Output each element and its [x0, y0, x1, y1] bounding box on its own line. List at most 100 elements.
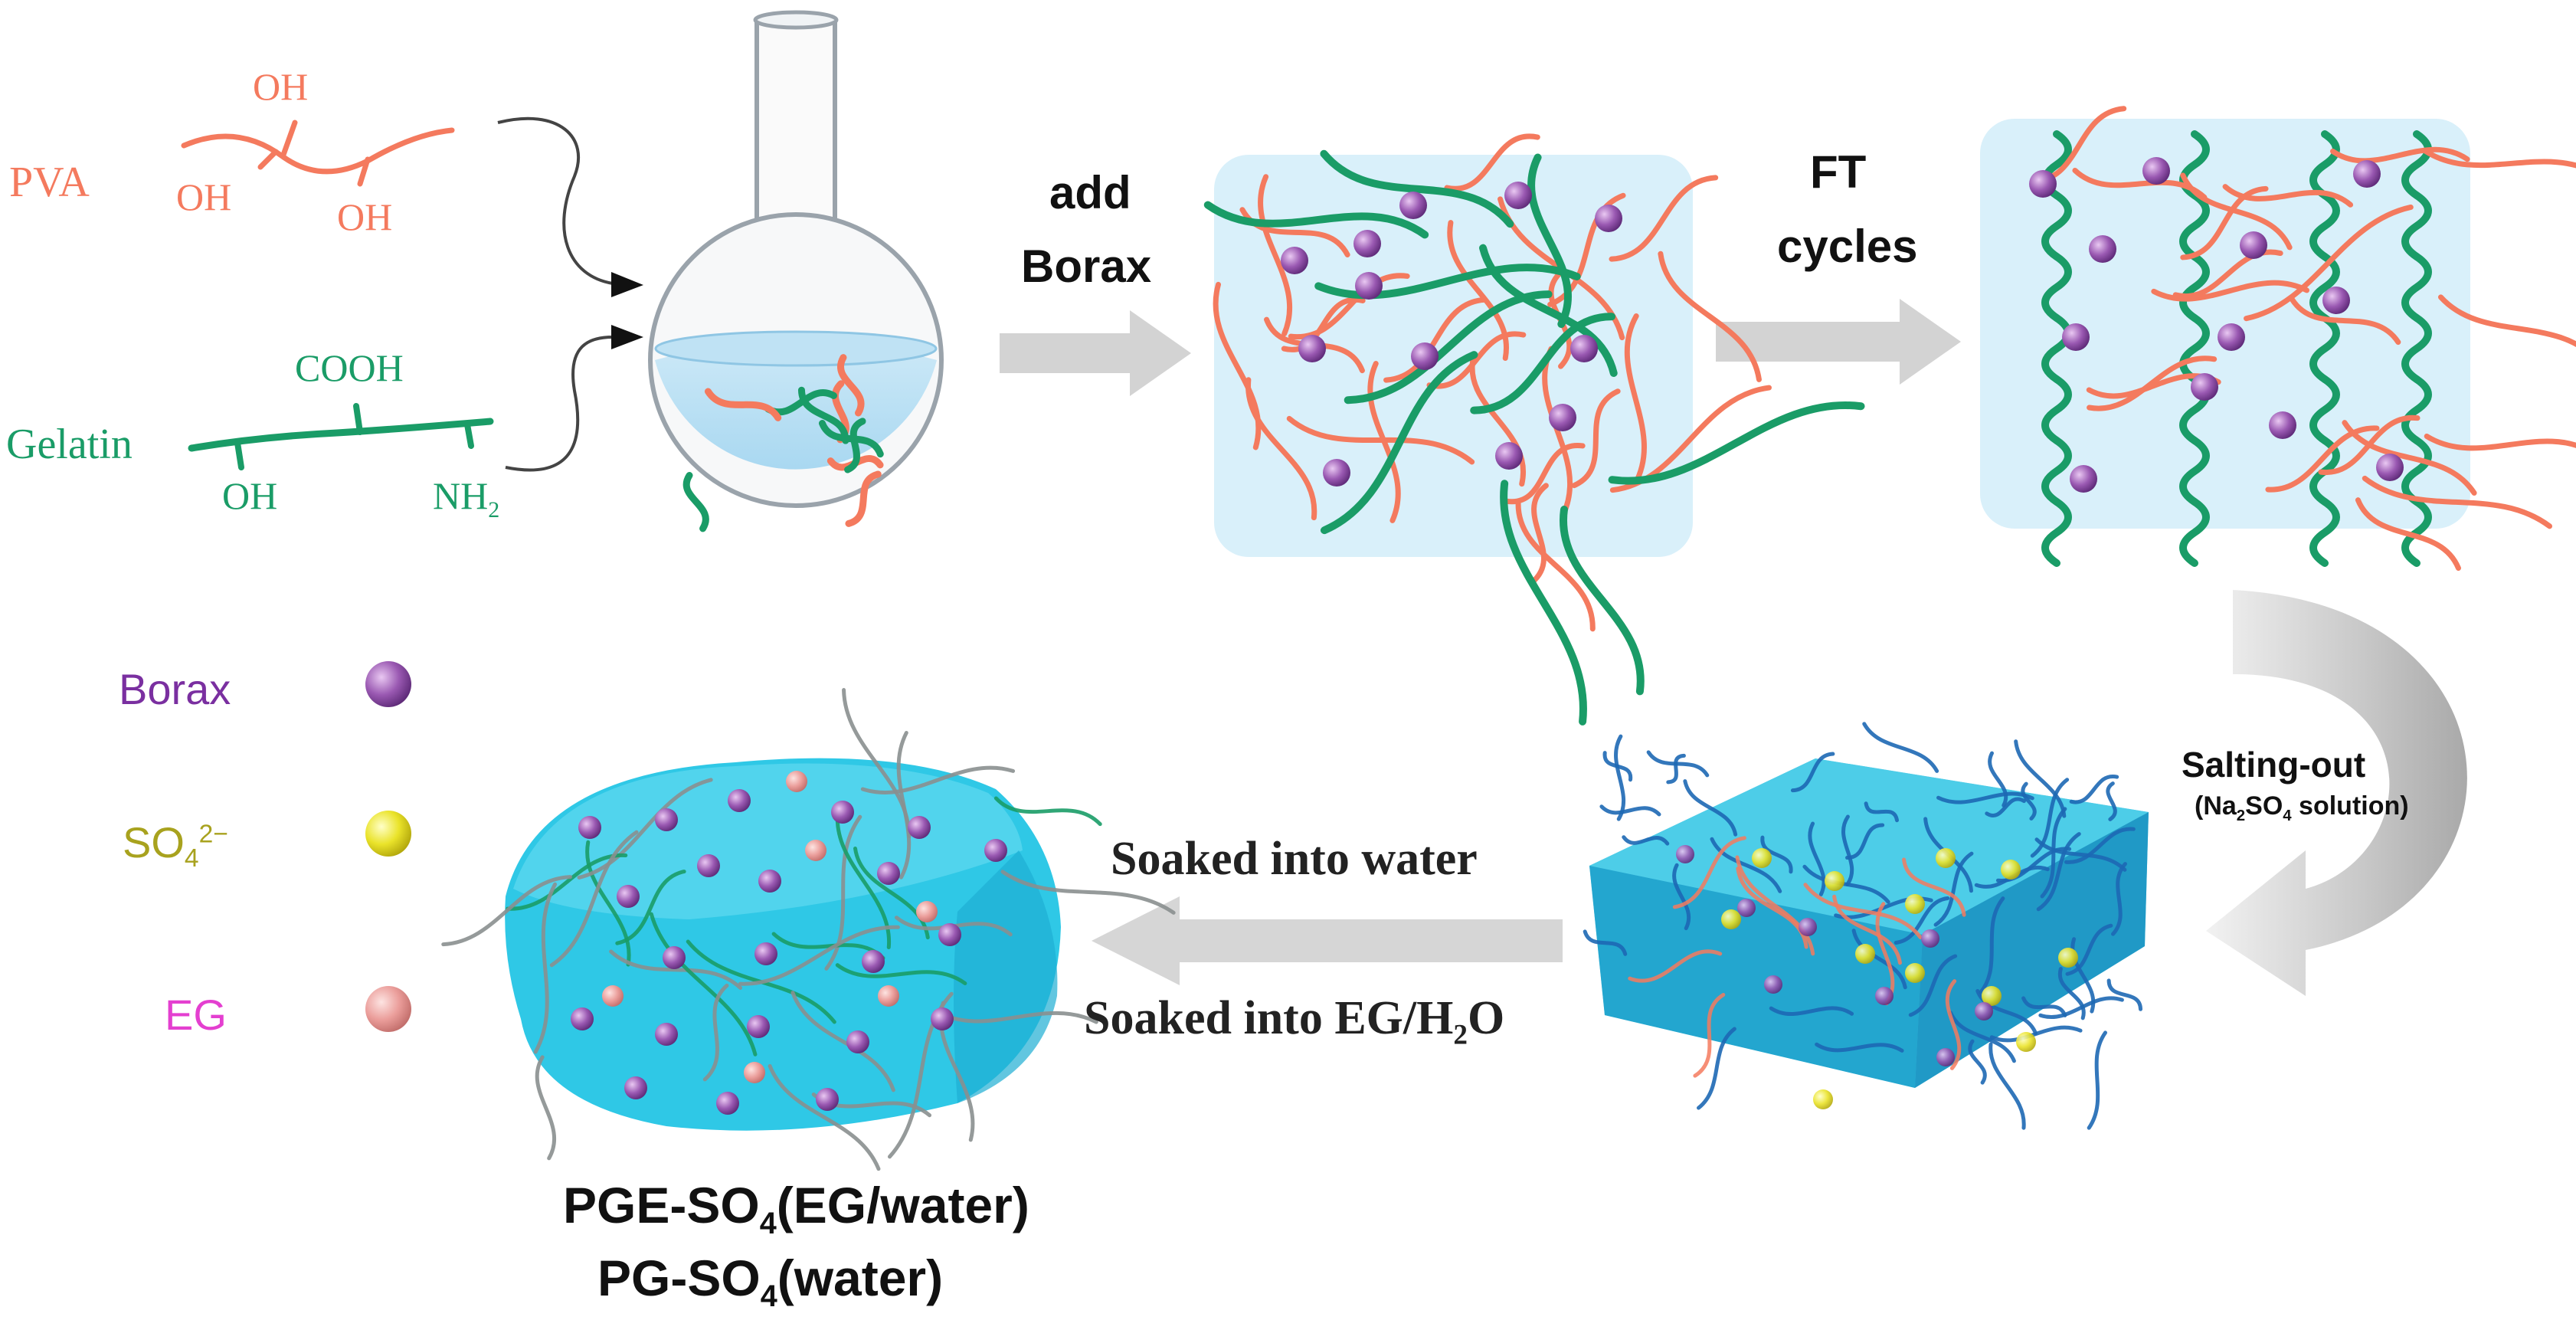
fiber-strand: [2038, 996, 2124, 1019]
gelatin-strand: [2179, 192, 2210, 260]
pva-strand: [549, 830, 639, 968]
pva-strand: [2342, 420, 2477, 496]
gelatin-strand: [2041, 375, 2072, 444]
fiber-strand: [1769, 1006, 1854, 1017]
step-add-label: add: [1049, 167, 1131, 218]
fiber-strand: [1988, 751, 2008, 808]
pva-strand: [704, 388, 782, 421]
so4-bead: [1825, 871, 1844, 891]
gelatin-strand: [2401, 375, 2432, 444]
pva-strand: [1658, 251, 1762, 382]
borax-bead: [1411, 342, 1439, 370]
fiber-strand: [1933, 851, 1974, 927]
gelatin-strand: [649, 912, 758, 1056]
fiber-strand: [2040, 807, 2067, 899]
eg-bead: [786, 771, 807, 792]
so4-bead: [1752, 848, 1772, 868]
pva-strand: [1902, 857, 1966, 917]
fiber-strand: [2030, 778, 2070, 858]
so4-bead: [1721, 909, 1741, 929]
gelatin-strand: [2041, 437, 2072, 506]
gelatin-strand: [2401, 130, 2432, 199]
curved-arrow-salting-out: [2206, 590, 2467, 996]
eg-bead-icon: [365, 986, 411, 1032]
borax-bead: [655, 808, 678, 831]
borax-bead: [728, 789, 751, 812]
legend-borax-label: Borax: [119, 665, 231, 713]
pva-strand: [577, 778, 713, 880]
pva-strand: [1383, 296, 1488, 383]
flask: [648, 10, 944, 532]
pva-strand: [1281, 296, 1366, 352]
so4-bead-icon: [365, 811, 411, 857]
salting-out-title: Salting-out: [2182, 745, 2366, 785]
gelatin-strand: [844, 418, 866, 473]
gelatin-strand: [2041, 253, 2072, 322]
arrow-flask-to-gel1: [1000, 310, 1191, 396]
pva-strand: [1571, 388, 1621, 489]
borax-bead: [1936, 1048, 1955, 1066]
gelatin-strand: [1314, 264, 1581, 300]
gelatin-strand: [1559, 506, 1645, 696]
borax-bead: [1355, 272, 1383, 300]
borax-bead: [1595, 205, 1622, 232]
borax-bead: [2240, 231, 2267, 259]
borax-bead: [938, 923, 961, 946]
gelatin-strand: [2041, 314, 2072, 383]
fiber-strand: [1988, 1042, 2026, 1130]
so4-bead: [1905, 894, 1925, 914]
fiber-strand: [1599, 804, 1661, 817]
so4-bead: [1936, 848, 1956, 868]
so4-bead: [1905, 963, 1925, 983]
gelatin-strand: [682, 471, 709, 532]
pva-strand: [845, 470, 882, 527]
fiber-strand: [2106, 978, 2143, 1011]
pva-strand: [1735, 855, 1815, 956]
eg-bead: [602, 985, 624, 1007]
product-label-2: PG-SO4(water): [597, 1250, 944, 1314]
gelatin-strand: [2309, 192, 2340, 260]
step-borax-label: Borax: [1021, 241, 1152, 292]
borax-bead: [2353, 160, 2381, 188]
fiber-strand: [1666, 753, 1686, 785]
pva-strand: [1542, 346, 1573, 517]
arrow-hydrogel-to-product: [1092, 896, 1563, 985]
pva-strand: [1286, 415, 1475, 465]
borax-bead: [2376, 454, 2404, 481]
fiber-strand: [2111, 862, 2127, 936]
fiber-strand: [1710, 837, 1782, 893]
borax-bead: [754, 942, 777, 965]
gelatin-strand: [1320, 149, 1514, 228]
gelatin-label: Gelatin: [6, 421, 133, 468]
soaked-water-label: Soaked into water: [1111, 833, 1478, 885]
pva-strand: [2355, 497, 2461, 572]
gelatin-strand: [2401, 498, 2432, 567]
pva-strand: [1469, 352, 1527, 487]
gelatin-strand: [853, 846, 930, 940]
borax-bead: [831, 801, 854, 824]
borax-bead: [1737, 899, 1756, 917]
pva-strand: [1444, 133, 1540, 192]
pva-strand: [1529, 483, 1549, 586]
borax-bead: [571, 1007, 594, 1030]
pva-strand: [860, 765, 1016, 794]
gelatin-strand: [2179, 253, 2210, 322]
pva-strand: [2222, 184, 2354, 208]
so4-bead: [1982, 986, 2002, 1006]
legend-eg-label: EG: [165, 991, 227, 1039]
pva-strand: [1504, 443, 1586, 505]
gelatin-strand: [2309, 498, 2340, 567]
fiber-strand: [2057, 967, 2086, 1020]
gelatin-strand: [2309, 314, 2340, 383]
fiber-strand: [1851, 929, 1907, 990]
pva-strand: [2437, 294, 2576, 348]
eg-bead: [878, 985, 899, 1007]
gelatin-strand: [835, 963, 967, 986]
borax-bead: [1549, 404, 1576, 431]
pva-strand: [2265, 425, 2380, 493]
pva-strand: [1945, 979, 1962, 1070]
pva-strand: [1693, 992, 1726, 1078]
pva-strand: [702, 983, 729, 1082]
gelatin-strand: [2179, 498, 2210, 567]
